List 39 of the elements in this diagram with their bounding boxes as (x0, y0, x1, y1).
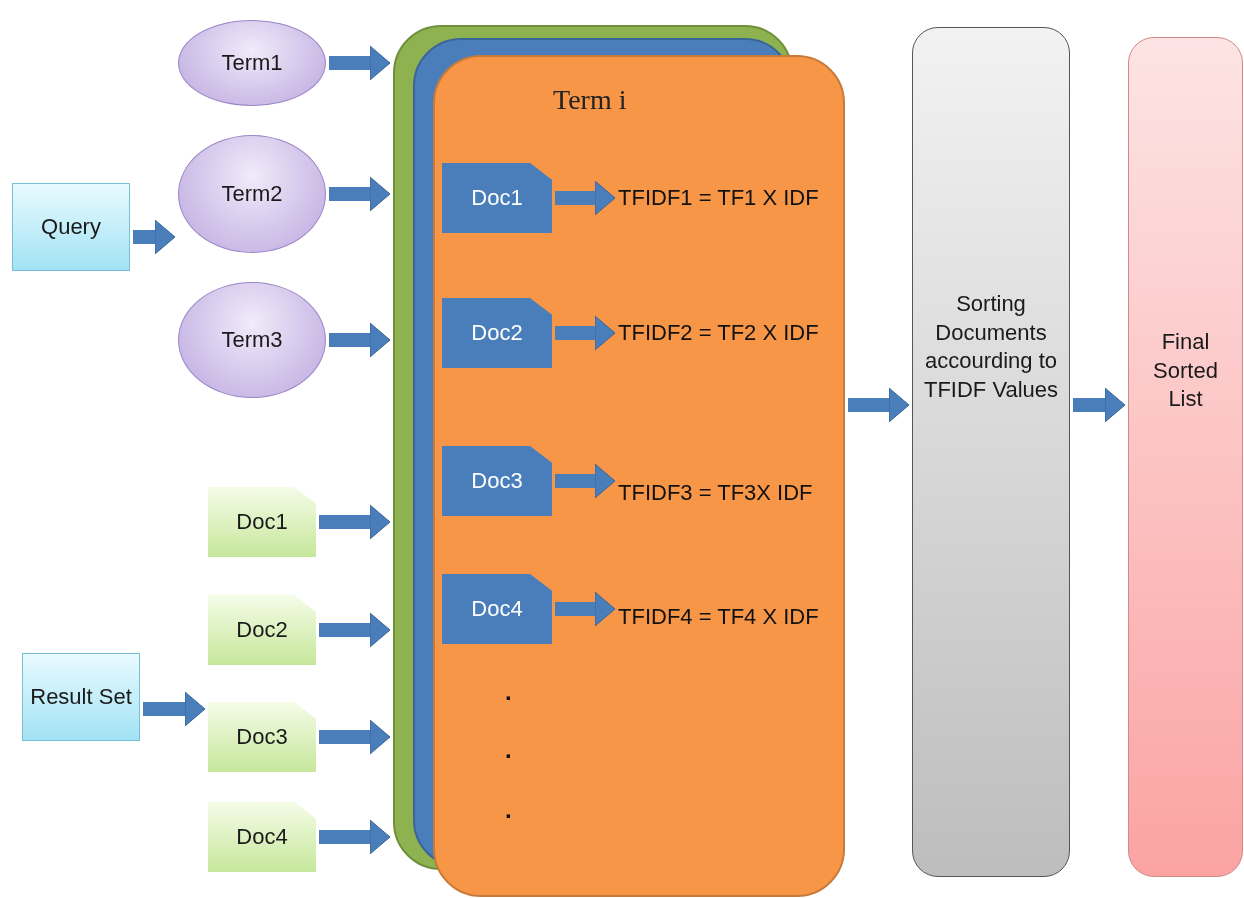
final-list-panel: Final Sorted List (1128, 37, 1243, 877)
term-ellipse: Term2 (178, 135, 326, 253)
sorting-panel: Sorting Documents accourding to TFIDF Values (912, 27, 1070, 877)
stacked-cards (393, 25, 845, 897)
block-arrow (555, 591, 616, 627)
block-arrow (143, 691, 206, 727)
block-arrow (555, 180, 616, 216)
formula-text: TFIDF3 = TF3X IDF (618, 478, 844, 508)
document-shape: Doc1 (442, 163, 552, 233)
document-shape: Doc2 (208, 595, 316, 665)
block-arrow (329, 322, 391, 358)
document-shape: Doc2 (442, 298, 552, 368)
query-box: Query (12, 183, 130, 271)
block-arrow (329, 176, 391, 212)
result-set-box: Result Set (22, 653, 140, 741)
term-ellipse: Term3 (178, 282, 326, 398)
block-arrow (319, 719, 391, 755)
block-arrow (319, 819, 391, 855)
block-arrow (133, 219, 176, 255)
document-shape: Doc4 (442, 574, 552, 644)
formula-text: TFIDF4 = TF4 X IDF (618, 602, 844, 632)
block-arrow (319, 612, 391, 648)
block-arrow (848, 387, 910, 423)
block-arrow (555, 463, 616, 499)
block-arrow (329, 45, 391, 81)
formula-text: TFIDF1 = TF1 X IDF (618, 183, 844, 213)
document-shape: Doc3 (208, 702, 316, 772)
block-arrow (319, 504, 391, 540)
block-arrow (555, 315, 616, 351)
ellipsis-dot: . (505, 798, 512, 822)
card-title: Term i (553, 83, 627, 117)
block-arrow (1073, 387, 1126, 423)
formula-text: TFIDF2 = TF2 X IDF (618, 318, 844, 348)
ellipsis-dot: . (505, 680, 512, 704)
document-shape: Doc3 (442, 446, 552, 516)
ellipsis-dot: . (505, 738, 512, 762)
term-ellipse: Term1 (178, 20, 326, 106)
document-shape: Doc4 (208, 802, 316, 872)
document-shape: Doc1 (208, 487, 316, 557)
